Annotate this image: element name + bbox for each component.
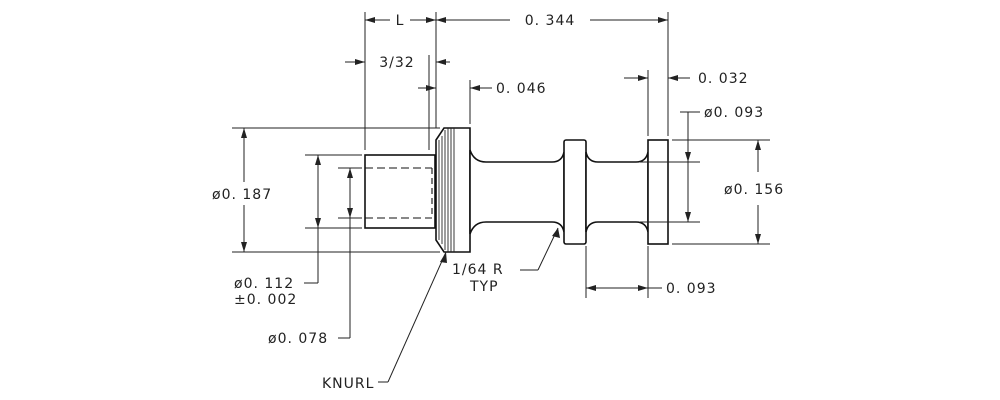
dim-length-l-label: L [396,13,405,29]
middle-collar [563,139,587,245]
dim-head-diameter-label: ø0. 187 [212,187,272,203]
dim-groove-length-label: 0. 093 [666,281,717,297]
dim-head-thickness-label: 0. 046 [496,81,547,97]
knurl-note: KNURL [322,251,447,392]
neck-right [585,151,649,233]
dim-shank-diameter: ø0. 112 ±0. 002 [234,154,362,308]
dim-shank-tolerance-label: ±0. 002 [234,292,297,308]
dim-fillet-typ-label: TYP [469,279,499,295]
dim-bore-diameter-label: ø0. 078 [268,331,328,347]
knurl-texture [438,128,455,252]
bored-shank [364,154,436,229]
dim-shank-diameter-label: ø0. 112 [234,276,294,292]
dim-end-flange-thickness: 0. 032 [624,71,749,87]
dim-fillet-radius-label: 1/64 R [452,262,504,278]
dim-overall-length-label: 0. 344 [525,13,576,29]
dim-fillet-radius: 1/64 R TYP [452,227,560,295]
dim-overall-length: 0. 344 [436,13,668,29]
dim-head-diameter: ø0. 187 [212,127,440,253]
dim-head-thickness: 0. 046 [418,81,547,97]
dim-end-flange-thickness-label: 0. 032 [698,71,749,87]
knurled-head [435,127,471,253]
neck-left [469,149,565,235]
end-flange [647,139,669,245]
dim-flange-diameter: ø0. 156 [672,139,784,245]
dim-end-diameter-label: ø0. 093 [704,105,764,121]
dim-length-l: L [365,13,436,29]
part-body [364,127,669,253]
dim-end-diameter: ø0. 093 [640,105,764,223]
dim-knurl-width-label: 3/32 [379,55,414,71]
knurl-note-label: KNURL [322,376,374,392]
dim-bore-diameter: ø0. 078 [268,167,362,347]
dim-knurl-width: 3/32 [345,55,450,71]
dim-flange-diameter-label: ø0. 156 [724,182,784,198]
dim-groove-length: 0. 093 [585,246,717,298]
